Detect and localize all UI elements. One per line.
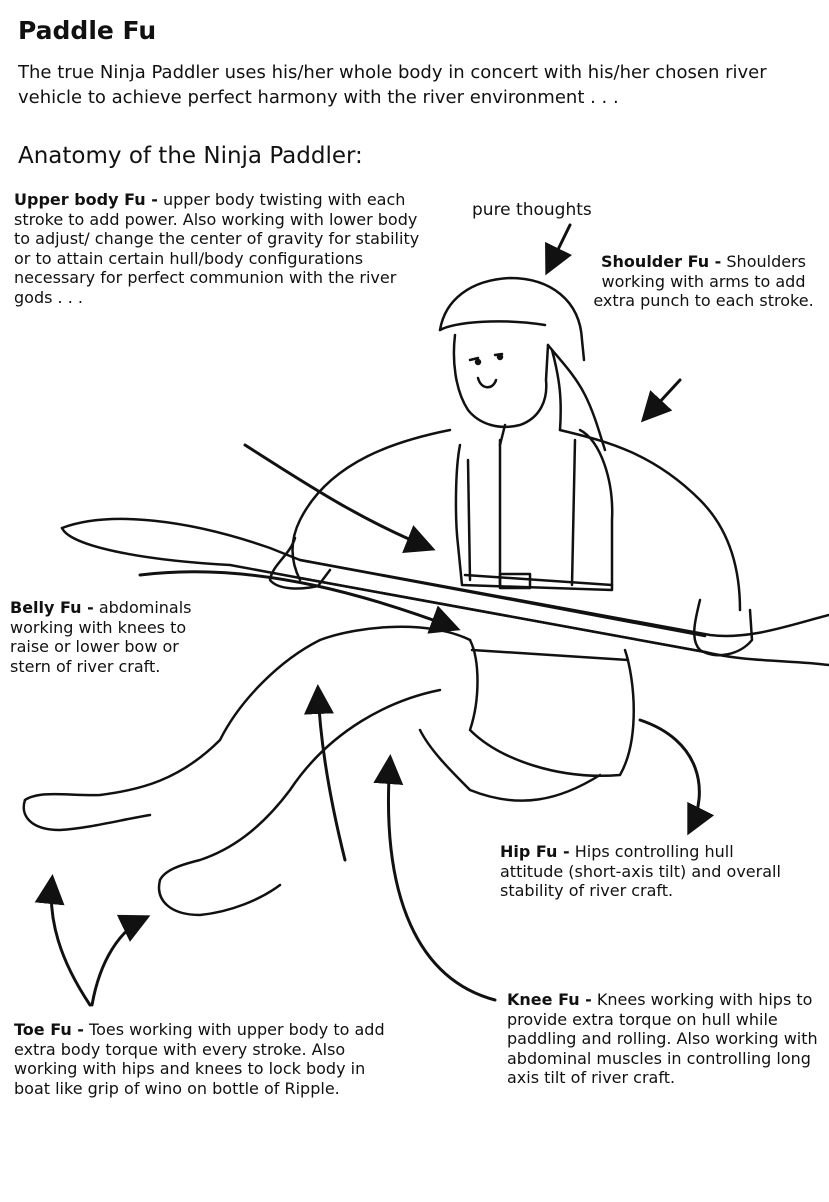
knee-fu-label: Knee Fu - Knees working with hips to pro… (507, 990, 822, 1088)
upper-body-fu-label: Upper body Fu - upper body twisting with… (14, 190, 424, 307)
arrows (34, 223, 715, 1007)
page-title: Paddle Fu (18, 16, 157, 45)
intro-text: The true Ninja Paddler uses his/her whol… (18, 62, 767, 109)
belly-fu-head: Belly Fu - (10, 598, 94, 617)
hip-fu-text: Hips controlling hull attitude (short-ax… (500, 842, 781, 901)
paddle (60, 517, 829, 667)
shoulder-fu-head: Shoulder Fu - (601, 252, 722, 271)
shoulder-fu-text: Shoulders working with arms to add extra… (593, 252, 814, 311)
pure-thoughts-label: pure thoughts (472, 200, 592, 220)
toe-fu-label: Toe Fu - Toes working with upper body to… (14, 1020, 389, 1098)
subtitle: Anatomy of the Ninja Paddler: (18, 143, 363, 169)
belly-fu-label: Belly Fu - abdominals working with knees… (10, 598, 220, 676)
shoulder-fu-label: Shoulder Fu - Shoulders working with arm… (586, 252, 821, 311)
hip-fu-label: Hip Fu - Hips controlling hull attitude … (500, 842, 800, 901)
toe-fu-head: Toe Fu - (14, 1020, 84, 1039)
upper-body-fu-head: Upper body Fu - (14, 190, 158, 209)
knee-fu-text: Knees working with hips to provide extra… (507, 990, 818, 1088)
hip-fu-head: Hip Fu - (500, 842, 570, 861)
belly-fu-text: abdominals working with knees to raise o… (10, 598, 192, 676)
knee-fu-head: Knee Fu - (507, 990, 592, 1009)
paddler-head (438, 276, 607, 452)
upper-body-fu-text: upper body twisting with each stroke to … (14, 190, 420, 307)
paddler-legs (22, 625, 635, 917)
toe-fu-text: Toes working with upper body to add extr… (14, 1020, 385, 1098)
paddler-torso (268, 428, 754, 657)
